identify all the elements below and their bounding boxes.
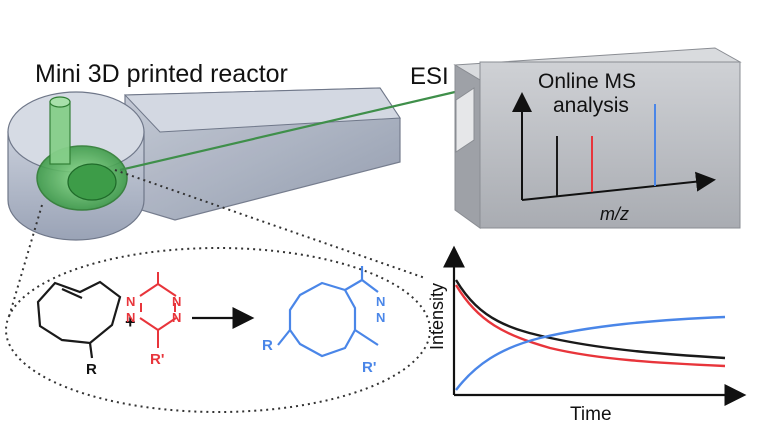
tetrazine-n2: N — [126, 310, 135, 325]
ms-xaxis — [521, 171, 716, 201]
ms-inlet — [455, 87, 475, 153]
reactor-3d — [7, 87, 456, 241]
product-substituent-r: R — [262, 337, 273, 354]
kinetics-curve-product — [455, 315, 726, 391]
tetrazine-substituent-r-prime: R' — [150, 351, 164, 368]
ms-title-line1: Online MS — [538, 70, 636, 93]
zoom-line-right — [114, 169, 426, 279]
tetrazine-n3: N — [172, 294, 181, 309]
inlet-tube — [49, 101, 71, 165]
tetrazine-n1: N — [126, 294, 135, 309]
product-n1: N — [376, 294, 385, 309]
outlet-channel — [119, 90, 456, 172]
ms-instrument: Online MS analysis m/z — [453, 47, 742, 229]
tetrazine-n4: N — [172, 310, 181, 325]
kinetics-plot: Intensity Time — [427, 245, 747, 425]
reaction-scheme: R + N N N N R' N N R R' — [36, 266, 385, 378]
product-substituent-r-prime: R' — [362, 359, 376, 376]
zoom-ellipse — [5, 247, 431, 413]
reactant-cyclooctene — [36, 280, 122, 359]
ms-xaxis-label: m/z — [600, 204, 629, 224]
inlet-tube-top — [49, 96, 71, 108]
reaction-chamber-inner — [67, 163, 117, 201]
esi-label: ESI — [410, 63, 449, 90]
ms-title-line2: analysis — [553, 94, 629, 117]
kinetics-xlabel: Time — [570, 404, 612, 425]
reactant-substituent-r: R — [86, 361, 97, 378]
kinetics-curve-tetrazine — [454, 284, 726, 368]
zoom-line-left — [7, 204, 43, 321]
zoom-callout — [5, 169, 431, 413]
reactant-tetrazine — [139, 272, 177, 348]
kinetics-curve-reactant — [454, 279, 726, 360]
product-molecule — [277, 266, 379, 358]
plus-sign: + — [125, 312, 136, 332]
product-n2: N — [376, 310, 385, 325]
kinetics-ylabel: Intensity — [427, 283, 447, 350]
reactor-title: Mini 3D printed reactor — [35, 60, 288, 88]
